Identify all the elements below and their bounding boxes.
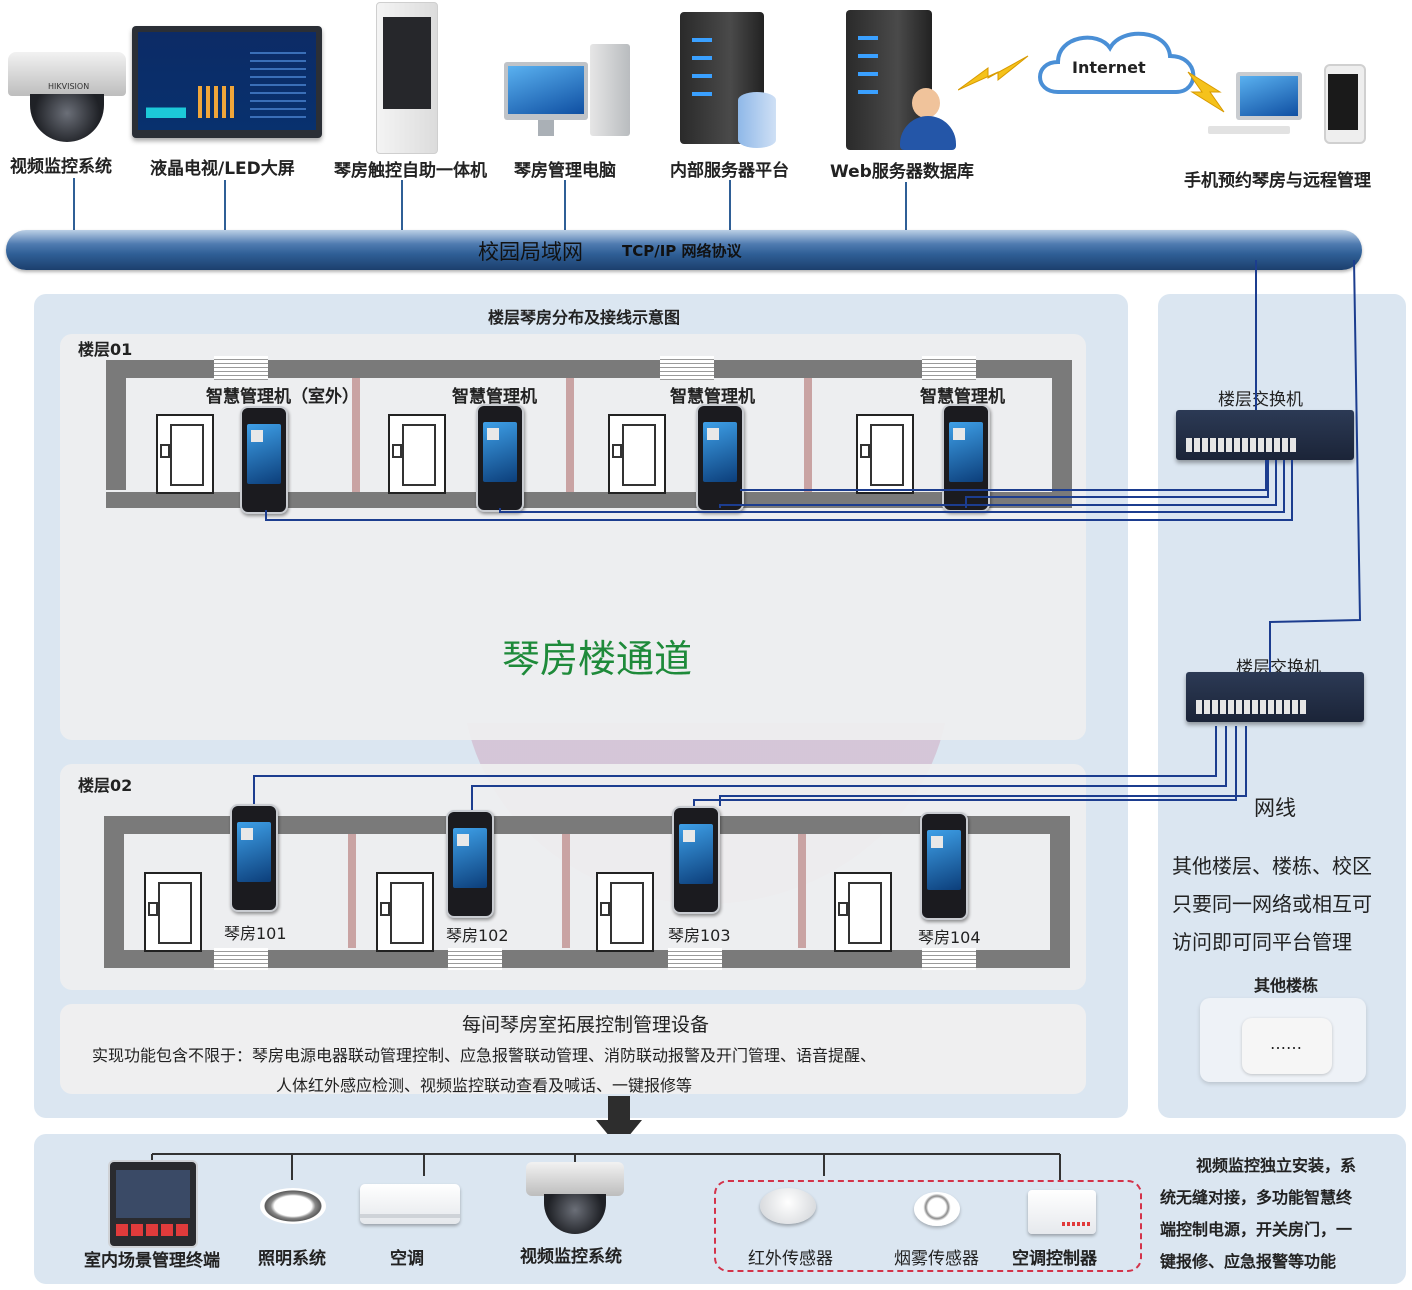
smart-terminal (476, 404, 524, 512)
floor-02-label: 楼层02 (78, 776, 133, 795)
room-door (144, 872, 202, 952)
floor-02-top-wall (104, 816, 1070, 834)
terminal-label: 智慧管理机 (670, 387, 755, 407)
stairs (668, 948, 722, 970)
floor-01-label: 楼层01 (78, 340, 133, 359)
stairs (214, 356, 268, 380)
other-note-line-3: 访问即可同平台管理 (1172, 930, 1352, 954)
network-name: 校园局域网 (478, 240, 583, 264)
cloud-icon: Internet (1028, 22, 1206, 112)
kiosk-icon (376, 2, 438, 154)
floor-01-top-wall (106, 360, 1072, 378)
stairs (214, 948, 268, 970)
infrared-sensor-icon (760, 1188, 816, 1224)
ac-controller-icon (1028, 1190, 1096, 1234)
terminal-label: 智慧管理机 (920, 387, 1005, 407)
stairs (922, 356, 976, 380)
top-label-computer: 琴房管理电脑 (514, 161, 616, 181)
user-avatar-icon (912, 88, 940, 118)
smart-terminal (942, 404, 990, 512)
camera-brand-label: HIKVISION (48, 82, 90, 91)
smart-terminal (672, 806, 720, 914)
stairs (922, 948, 976, 970)
network-switch-icon (1186, 672, 1364, 722)
server-icon (680, 12, 786, 152)
room-door (834, 872, 892, 952)
lightning-icon (958, 55, 1029, 91)
bottom-label-light: 照明系统 (258, 1249, 326, 1269)
other-buildings-title: 其他楼栋 (1254, 976, 1319, 995)
room-door (856, 414, 914, 494)
air-conditioner-icon (360, 1184, 460, 1224)
terminal-label: 智慧管理机 (452, 387, 537, 407)
floor-02-bottom-wall (104, 950, 1070, 968)
switch-label-1: 楼层交换机 (1218, 390, 1303, 410)
top-label-camera: 视频监控系统 (10, 157, 112, 177)
top-label-led: 液晶电视/LED大屏 (150, 159, 295, 179)
sensor-group (714, 1180, 1142, 1272)
smart-terminal (920, 812, 968, 920)
top-label-kiosk: 琴房触控自助一体机 (334, 161, 487, 181)
room-label: 琴房102 (446, 926, 509, 945)
floor-diagram-title: 楼层琴房分布及接线示意图 (488, 308, 681, 327)
corridor-label: 琴房楼通道 (502, 637, 693, 681)
other-buildings-box: …… (1200, 998, 1366, 1082)
other-note-line-1: 其他楼层、楼栋、校区 (1172, 854, 1372, 878)
stairs (660, 356, 714, 380)
cable-label: 网线 (1254, 796, 1296, 820)
desktop-computer-icon (504, 44, 632, 144)
stairs (448, 948, 502, 970)
mobile-phone-icon (1208, 64, 1368, 146)
ceiling-light-icon (260, 1188, 326, 1224)
room-door (596, 872, 654, 952)
network-protocol: TCP/IP 网络协议 (622, 242, 742, 260)
bottom-note-line-3: 端控制电源，开关房门，一 (1160, 1220, 1353, 1239)
smart-terminal (240, 406, 288, 514)
web-server-icon (846, 10, 962, 154)
terminal-label-outdoor: 智慧管理机（室外） (206, 387, 359, 407)
bottom-note-line-1: 视频监控独立安装，系 (1196, 1156, 1357, 1175)
top-label-web-server: Web服务器数据库 (830, 162, 974, 182)
other-buildings-placeholder: …… (1270, 1034, 1302, 1053)
bottom-label-ac-controller: 空调控制器 (1012, 1249, 1097, 1269)
lightning-icon-right (1187, 71, 1225, 113)
other-note-line-2: 只要同一网络或相互可 (1172, 892, 1372, 916)
extension-line-1: 实现功能包含不限于：琴房电源电器联动管理控制、应急报警联动管理、消防联动报警及开… (92, 1046, 877, 1065)
scene-terminal-icon (108, 1160, 198, 1248)
smoke-sensor-icon (914, 1192, 960, 1226)
dome-camera-icon: HIKVISION (8, 48, 126, 144)
bottom-label-camera: 视频监控系统 (520, 1247, 622, 1267)
room-label: 琴房101 (224, 924, 287, 943)
led-screen-icon (132, 26, 322, 138)
top-label-internal-server: 内部服务器平台 (670, 161, 789, 181)
room-door (388, 414, 446, 494)
bottom-label-smoke: 烟雾传感器 (894, 1249, 979, 1269)
dome-camera-icon (526, 1162, 624, 1238)
room-label: 琴房103 (668, 926, 731, 945)
bottom-note-line-2: 统无缝对接，多功能智慧终 (1160, 1188, 1353, 1207)
network-switch-icon (1176, 410, 1354, 460)
extension-line-2: 人体红外感应检测、视频监控联动查看及喊话、一键报修等 (276, 1076, 693, 1095)
bottom-label-infrared: 红外传感器 (748, 1249, 833, 1269)
bottom-note-line-4: 键报修、应急报警等功能 (1160, 1252, 1337, 1271)
bottom-label-scene-terminal: 室内场景管理终端 (84, 1251, 220, 1271)
room-door (608, 414, 666, 494)
smart-terminal (446, 810, 494, 918)
room-label: 琴房104 (918, 928, 981, 947)
campus-network-bar: 校园局域网 TCP/IP 网络协议 (6, 230, 1362, 270)
extension-title: 每间琴房室拓展控制管理设备 (462, 1014, 710, 1036)
smart-terminal (230, 804, 278, 912)
internet-label: Internet (1072, 58, 1146, 77)
extension-box (60, 1004, 1086, 1094)
room-door (376, 872, 434, 952)
top-label-mobile: 手机预约琴房与远程管理 (1184, 171, 1371, 191)
room-door (156, 414, 214, 494)
bottom-label-ac: 空调 (390, 1249, 424, 1269)
down-arrow-icon (596, 1096, 642, 1148)
smart-terminal (696, 404, 744, 512)
